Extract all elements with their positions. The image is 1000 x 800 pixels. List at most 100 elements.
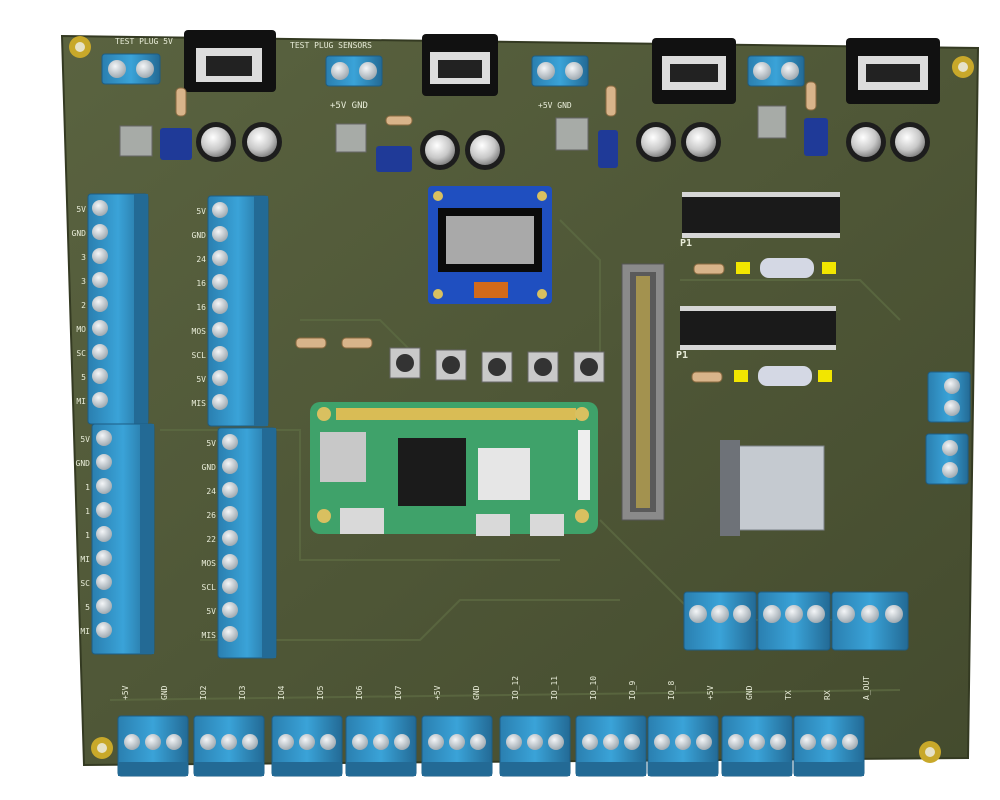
screw-terminal[interactable] (320, 734, 336, 750)
screw-terminal[interactable] (92, 224, 108, 240)
screw-terminal[interactable] (470, 734, 486, 750)
terminal-label: SCL (192, 351, 207, 360)
terminal-left-b[interactable] (207, 195, 269, 427)
screw-terminal[interactable] (212, 394, 228, 410)
push-buttons[interactable] (389, 347, 605, 383)
screw-terminal[interactable] (222, 626, 238, 642)
screw-terminal[interactable] (527, 734, 543, 750)
screw-terminal[interactable] (92, 248, 108, 264)
terminal-bottom-3[interactable] (271, 715, 343, 777)
screw-terminal[interactable] (749, 734, 765, 750)
screw-terminal[interactable] (96, 574, 112, 590)
screw-terminal[interactable] (222, 530, 238, 546)
terminal-bottom-4[interactable] (345, 715, 417, 777)
screw-terminal[interactable] (696, 734, 712, 750)
screw-terminal[interactable] (548, 734, 564, 750)
button-3[interactable] (481, 351, 513, 383)
terminal-top-4[interactable] (747, 55, 805, 87)
screw-terminal[interactable] (373, 734, 389, 750)
screw-terminal[interactable] (728, 734, 744, 750)
screw-terminal[interactable] (92, 320, 108, 336)
terminal-top-2[interactable] (325, 55, 383, 87)
terminal-top-1[interactable] (101, 53, 161, 85)
screw-terminal[interactable] (222, 578, 238, 594)
mid-right-terminals[interactable] (683, 591, 909, 651)
button-1[interactable] (389, 347, 421, 379)
screw-terminal[interactable] (299, 734, 315, 750)
screw-terminal[interactable] (96, 454, 112, 470)
screw-terminal[interactable] (212, 346, 228, 362)
button-5[interactable] (573, 351, 605, 383)
screw-terminal[interactable] (92, 200, 108, 216)
screw-terminal[interactable] (242, 734, 258, 750)
screw-terminal[interactable] (212, 370, 228, 386)
terminal-left-a[interactable] (87, 193, 149, 425)
screw-terminal[interactable] (212, 250, 228, 266)
screw-terminal[interactable] (92, 272, 108, 288)
slide-switches[interactable] (119, 105, 787, 157)
screw-terminal[interactable] (352, 734, 368, 750)
screw-terminal[interactable] (800, 734, 816, 750)
screw-terminal[interactable] (221, 734, 237, 750)
screw-terminal[interactable] (222, 506, 238, 522)
screw-terminal[interactable] (394, 734, 410, 750)
terminal-bottom-8[interactable] (647, 715, 719, 777)
screw-terminal[interactable] (222, 458, 238, 474)
terminal-bottom-9[interactable] (721, 715, 793, 777)
screw-terminal[interactable] (428, 734, 444, 750)
screw-terminal[interactable] (96, 622, 112, 638)
screw-terminal[interactable] (92, 368, 108, 384)
screw-terminal[interactable] (96, 478, 112, 494)
screw-terminal[interactable] (166, 734, 182, 750)
screw-terminal[interactable] (212, 274, 228, 290)
trimmers[interactable] (160, 118, 828, 172)
screw-terminal[interactable] (821, 734, 837, 750)
terminal-bottom-10[interactable] (793, 715, 865, 777)
screw-terminal[interactable] (842, 734, 858, 750)
screw-terminal[interactable] (96, 598, 112, 614)
terminal-left-d[interactable] (217, 427, 277, 659)
screw-terminal[interactable] (92, 344, 108, 360)
screw-terminal[interactable] (506, 734, 522, 750)
screw-terminal[interactable] (96, 430, 112, 446)
right-terminals[interactable] (925, 371, 971, 485)
screw-terminal[interactable] (212, 226, 228, 242)
screw-terminal[interactable] (278, 734, 294, 750)
screw-terminal[interactable] (212, 298, 228, 314)
screw-terminal[interactable] (654, 734, 670, 750)
terminal-top-3[interactable] (531, 55, 589, 87)
terminal-bottom-5[interactable] (421, 715, 493, 777)
screw-terminal[interactable] (145, 734, 161, 750)
bottom-label: IO7 (394, 685, 403, 700)
terminal-label: 5V (206, 607, 216, 616)
screw-terminal[interactable] (675, 734, 691, 750)
button-4[interactable] (527, 351, 559, 383)
screw-terminal[interactable] (124, 734, 140, 750)
screw-terminal[interactable] (212, 202, 228, 218)
screw-terminal[interactable] (212, 322, 228, 338)
screw-terminal[interactable] (200, 734, 216, 750)
screw-terminal[interactable] (96, 502, 112, 518)
raspberry-pi-zero (310, 402, 598, 536)
bottom-label: A_OUT (862, 676, 871, 700)
screw-terminal[interactable] (582, 734, 598, 750)
screw-terminal[interactable] (770, 734, 786, 750)
screw-terminal[interactable] (96, 550, 112, 566)
screw-terminal[interactable] (92, 392, 108, 408)
button-2[interactable] (435, 349, 467, 381)
screw-terminal[interactable] (96, 526, 112, 542)
terminal-left-c[interactable] (91, 423, 155, 655)
screw-terminal[interactable] (222, 434, 238, 450)
screw-terminal[interactable] (92, 296, 108, 312)
terminal-bottom-2[interactable] (193, 715, 265, 777)
terminal-bottom-6[interactable] (499, 715, 571, 777)
screw-terminal[interactable] (603, 734, 619, 750)
screw-terminal[interactable] (222, 602, 238, 618)
screw-terminal[interactable] (624, 734, 640, 750)
terminal-bottom-1[interactable] (117, 715, 189, 777)
terminal-label: 5V (196, 207, 206, 216)
screw-terminal[interactable] (449, 734, 465, 750)
screw-terminal[interactable] (222, 482, 238, 498)
terminal-bottom-7[interactable] (575, 715, 647, 777)
screw-terminal[interactable] (222, 554, 238, 570)
